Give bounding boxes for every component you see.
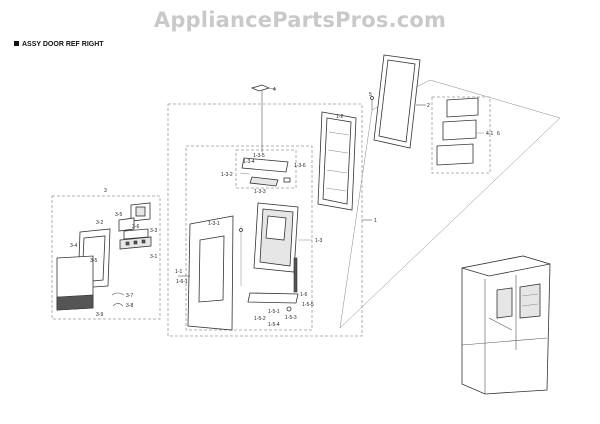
callout-1-6-1: 1-6-1 xyxy=(176,279,188,285)
part-control-chip-1 xyxy=(125,241,130,246)
callout-3-2: 3-2 xyxy=(96,220,103,226)
callout-1-3-3: 1-3-3 xyxy=(254,189,266,195)
callout-1-5-1: 1-5-1 xyxy=(268,309,280,315)
part-door-recess xyxy=(198,235,225,303)
part-control-chip-3 xyxy=(141,239,146,244)
title-square-icon xyxy=(14,41,19,46)
callout-1-5-2: 1-5-2 xyxy=(254,316,266,322)
callout-1-3-2: 1-3-2 xyxy=(221,172,233,178)
callout-3-5b: 3-5 xyxy=(90,258,97,264)
watermark: AppliancePartsPros.com xyxy=(153,8,447,32)
fridge-shelf-1 xyxy=(521,293,539,297)
liner-shelf-3 xyxy=(326,169,348,174)
callout-3-4: 3-4 xyxy=(70,243,77,249)
assembly-box-bins xyxy=(431,96,491,174)
part-bin-2 xyxy=(442,119,477,141)
callout-3-9: 3-9 xyxy=(96,312,103,318)
part-bin-1 xyxy=(446,97,479,118)
callout-1-1: 1-1 xyxy=(175,269,182,275)
fridge-open-door xyxy=(488,317,513,331)
callout-5: 5 xyxy=(369,92,372,98)
part-bin-3 xyxy=(436,143,474,166)
assembly-box-dispenser xyxy=(51,195,161,320)
callout-4: 4 xyxy=(273,87,276,93)
part-heater-strip xyxy=(293,257,298,293)
liner-shelf-2 xyxy=(327,149,349,154)
part-dispenser-cover-inset xyxy=(135,206,146,217)
callout-1-5-5: 1-5-5 xyxy=(302,302,314,308)
callout-1-3-6: 1-3-6 xyxy=(294,163,306,169)
callout-1-6: 1-6 xyxy=(300,292,307,298)
section-title: ASSY DOOR REF RIGHT xyxy=(14,41,104,48)
part-control-chip-2 xyxy=(133,240,138,245)
fridge-top xyxy=(461,255,551,277)
fridge-body xyxy=(461,255,551,395)
part-dispenser-bracket xyxy=(118,217,135,232)
callout-6: 6 xyxy=(497,131,500,137)
callout-3-8: 3-8 xyxy=(126,303,133,309)
callout-3-6: 3-6 xyxy=(132,224,139,230)
part-gasket-inner xyxy=(378,59,416,143)
leader-4-label xyxy=(267,87,277,90)
part-door-liner-inner xyxy=(322,117,352,205)
assembly-box-door-inner xyxy=(185,145,313,331)
callout-4-1: 4-1 xyxy=(486,131,493,137)
part-dispenser-window xyxy=(265,215,287,241)
part-spring xyxy=(111,292,125,296)
callout-3-5: 3-5 xyxy=(115,212,122,218)
callout-3-7: 3-7 xyxy=(126,293,133,299)
callout-3-3: 3-3 xyxy=(150,228,157,234)
part-handle-cap xyxy=(241,157,289,173)
callout-3-1: 3-1 xyxy=(150,254,157,260)
part-cap xyxy=(250,84,271,92)
part-handle-cap-lower xyxy=(249,176,279,187)
part-lever xyxy=(112,303,124,307)
part-cap-clip xyxy=(283,177,291,183)
callout-1-3-1: 1-3-1 xyxy=(208,221,220,227)
callout-3: 3 xyxy=(104,188,107,194)
fridge-shelf-2 xyxy=(521,303,539,307)
callout-1-3-4: 1-3-4 xyxy=(243,159,255,165)
part-screw-head xyxy=(370,96,374,100)
callout-1-5-4: 1-5-4 xyxy=(268,322,280,328)
liner-shelf-1 xyxy=(328,131,350,136)
callout-2: 2 xyxy=(427,103,430,109)
leader-1-3-2 xyxy=(239,172,251,175)
part-lower-trim xyxy=(247,292,299,304)
liner-shelf-4 xyxy=(325,187,347,192)
part-fastener xyxy=(286,306,292,312)
callout-1-2: 1-2 xyxy=(336,114,343,120)
fridge-dispenser xyxy=(496,287,513,319)
fridge-drawer-line xyxy=(461,337,548,346)
fridge-door-shelves xyxy=(519,283,541,319)
assembly-box-handle-cap xyxy=(235,149,297,189)
callout-1-3: 1-3 xyxy=(315,238,322,244)
callout-1-3-5: 1-3-5 xyxy=(253,153,265,159)
part-hinge-pin xyxy=(239,228,243,232)
section-title-text: ASSY DOOR REF RIGHT xyxy=(22,41,104,48)
part-dispenser-decal-strip xyxy=(56,294,94,311)
callout-1-5-3: 1-5-3 xyxy=(285,315,297,321)
callout-1: 1 xyxy=(374,218,377,224)
